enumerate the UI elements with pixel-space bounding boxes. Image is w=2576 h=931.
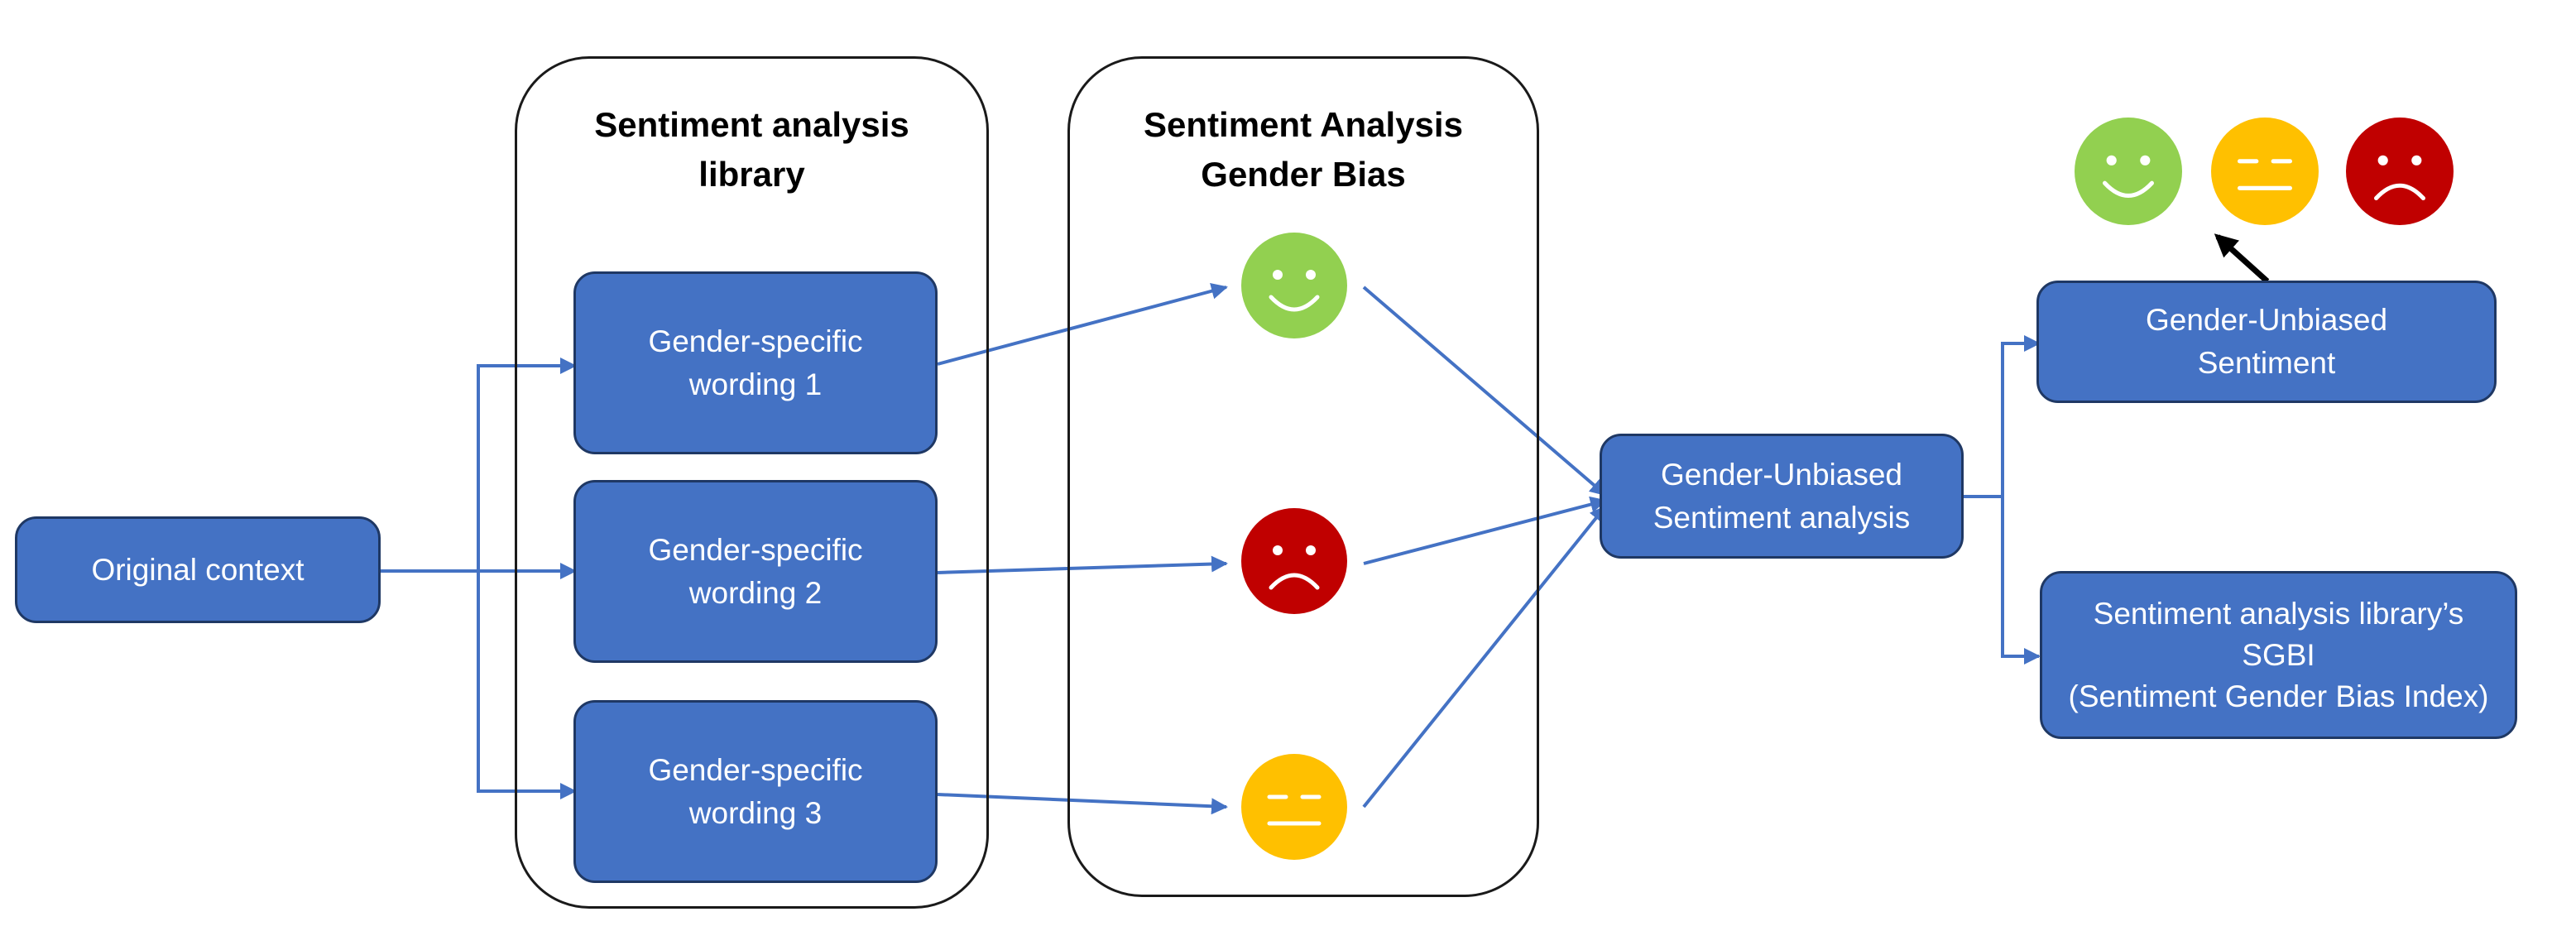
result-face-neutral-icon <box>2211 118 2319 225</box>
result-face-happy-icon <box>2075 118 2182 225</box>
sentiment-library-group: Sentiment analysis library <box>515 56 989 909</box>
wording-2-node: Gender-specific wording 2 <box>573 480 938 663</box>
connector-wording2-to-face <box>937 555 1228 574</box>
connector-face2-to-analysis <box>1363 496 1607 565</box>
sgbi-node: Sentiment analysis library’s SGBI (Senti… <box>2040 571 2517 739</box>
gender-bias-group: Sentiment Analysis Gender Bias <box>1067 56 1539 897</box>
connector-original-to-wording3 <box>477 571 577 799</box>
result-face-sad-icon <box>2346 118 2454 225</box>
connector-face1-to-analysis <box>1362 286 1607 497</box>
gender-bias-title: Sentiment Analysis Gender Bias <box>1144 105 1463 194</box>
faces-layer <box>1241 118 2454 860</box>
unbiased-analysis-node: Gender-Unbiased Sentiment analysis <box>1600 434 1964 559</box>
bias-face-1-happy-icon <box>1241 233 1347 338</box>
original-context-node: Original context <box>15 516 381 623</box>
connector-wording3-to-face <box>937 793 1228 815</box>
bias-face-2-sad-icon <box>1241 508 1347 614</box>
bias-face-3-neutral-icon <box>1241 754 1347 860</box>
connector-face3-to-analysis <box>1362 505 1607 809</box>
sentiment-library-title: Sentiment analysis library <box>594 105 909 194</box>
wording-1-node: Gender-specific wording 1 <box>573 271 938 454</box>
wording-3-node: Gender-specific wording 3 <box>573 700 938 883</box>
unbiased-sentiment-node: Gender-Unbiased Sentiment <box>2036 281 2497 403</box>
connector-analysis-to-unbiased-sentiment <box>1964 335 2041 498</box>
connector-wording1-to-face <box>937 282 1228 366</box>
connectors <box>379 282 2041 815</box>
connector-analysis-to-sgbi <box>2001 497 2041 665</box>
result-arrow <box>2214 233 2270 284</box>
